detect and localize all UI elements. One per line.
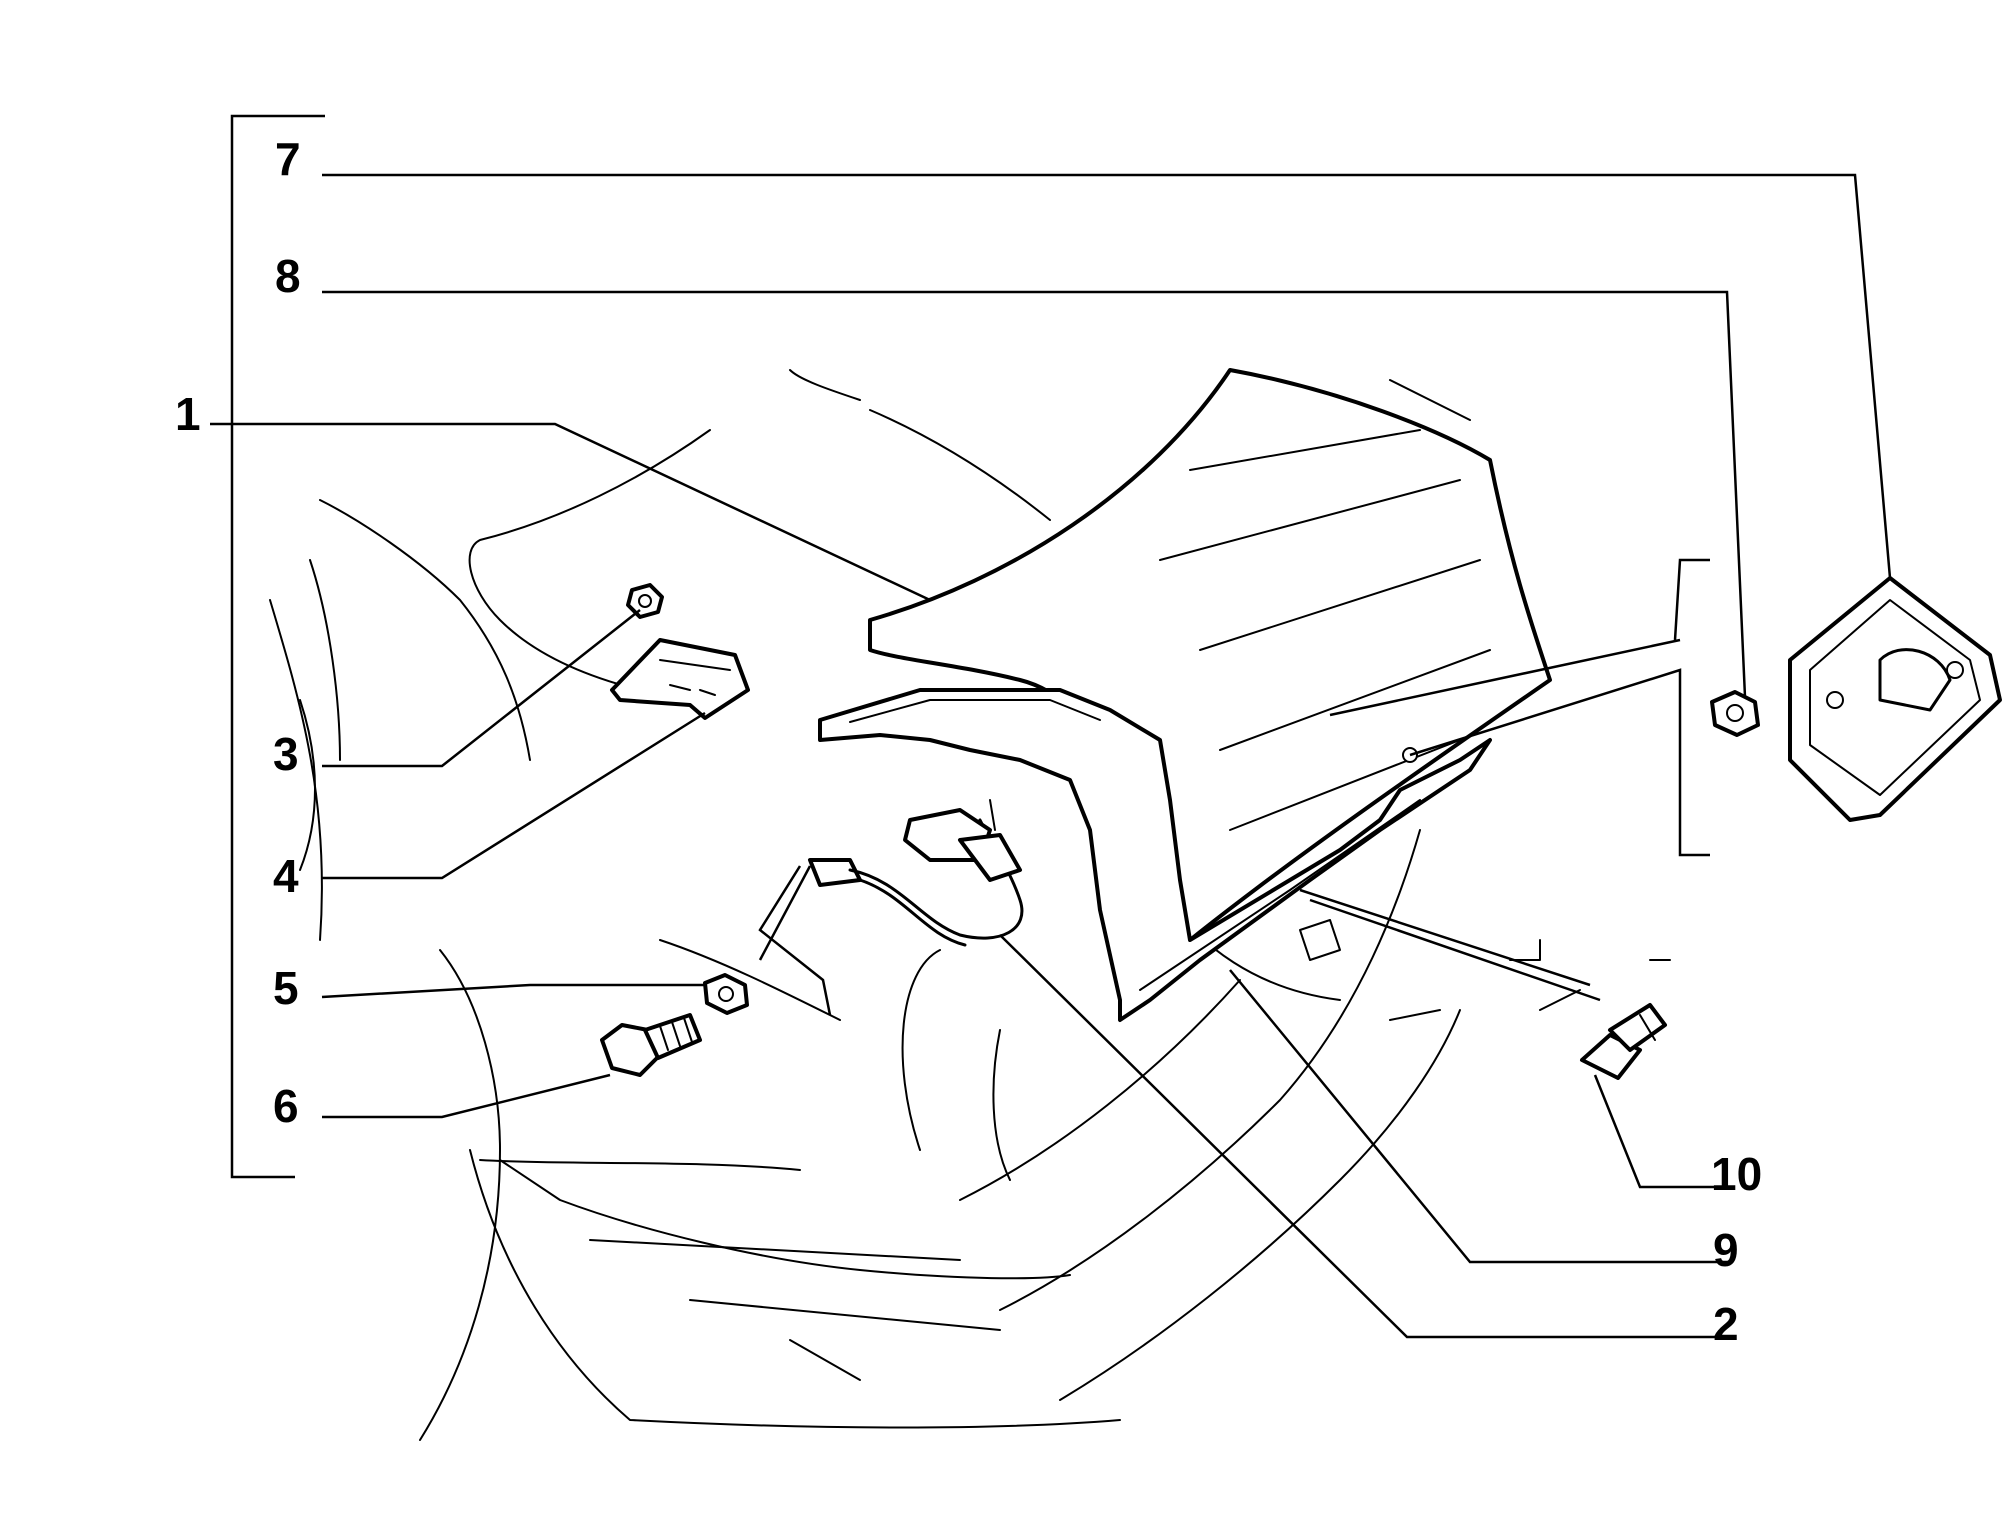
callout-4: 4 xyxy=(273,850,299,902)
nut-part-8 xyxy=(1710,690,1760,737)
callout-2: 2 xyxy=(1713,1298,1739,1350)
switch-part-10 xyxy=(1580,1003,1667,1080)
callout-9: 9 xyxy=(1713,1224,1739,1276)
callout-6: 6 xyxy=(273,1080,299,1132)
nut-part-5 xyxy=(703,973,749,1015)
callout-8: 8 xyxy=(275,250,301,302)
bracket-part-4 xyxy=(610,638,750,720)
lock-cover-part-7 xyxy=(1788,576,2002,822)
callout-3: 3 xyxy=(273,728,299,780)
callout-5: 5 xyxy=(273,962,299,1014)
nut-part-3 xyxy=(626,583,664,619)
callout-7: 7 xyxy=(275,133,301,185)
callout-1: 1 xyxy=(175,388,201,440)
leader-lines xyxy=(210,173,1892,1339)
bolt-part-6 xyxy=(600,1013,702,1077)
callout-10: 10 xyxy=(1711,1148,1762,1200)
boot-frame-seal-part xyxy=(818,688,1492,1022)
group-bracket xyxy=(230,114,325,1179)
car-body-outline xyxy=(269,369,1671,1441)
wiring-harness-part xyxy=(808,799,1024,947)
